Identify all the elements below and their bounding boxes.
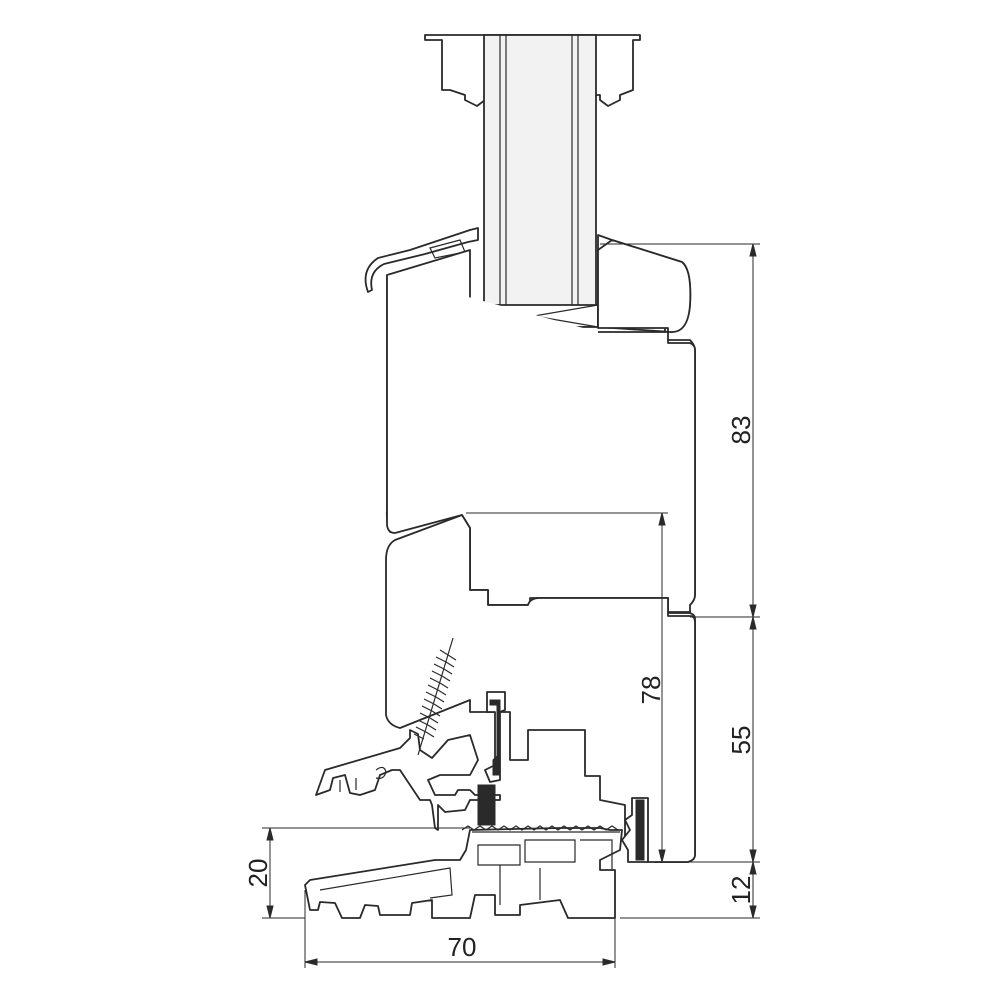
- right-gasket: [621, 797, 649, 863]
- drip-profile: [315, 729, 501, 831]
- sash-gasket: [477, 691, 506, 826]
- screw: [413, 637, 457, 756]
- dim-label-78: 78: [636, 676, 666, 705]
- dim-label-12: 12: [726, 876, 756, 905]
- dim-label-20: 20: [243, 859, 273, 888]
- dim-label-83: 83: [726, 416, 756, 445]
- sill-profile: [304, 825, 623, 919]
- dim-label-70: 70: [448, 932, 477, 962]
- dimension-lines: [262, 243, 760, 968]
- upper-sash-profile: [385, 234, 696, 863]
- dim-label-55: 55: [726, 726, 756, 755]
